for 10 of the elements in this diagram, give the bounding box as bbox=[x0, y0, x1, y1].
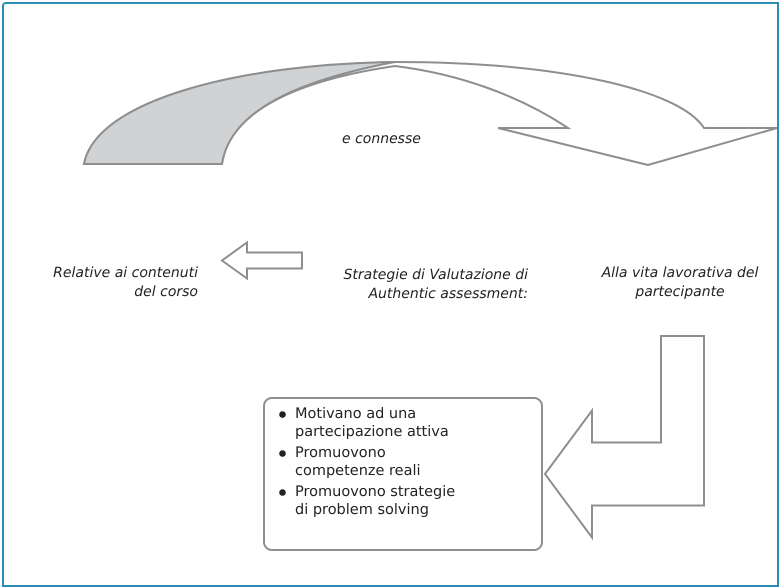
bullet-text: Promuovono strategie di problem solving bbox=[295, 483, 456, 519]
bullet-text: Promuovono competenze reali bbox=[295, 444, 422, 480]
block-arrow bbox=[220, 240, 303, 280]
text-label: Relative ai contenuti del corso bbox=[52, 264, 198, 302]
block-arrow bbox=[544, 335, 705, 541]
rounded-text-box bbox=[263, 397, 543, 551]
block-arrow bbox=[83, 61, 778, 166]
text-label: Alla vita lavorativa del partecipante bbox=[600, 264, 760, 302]
text-label: Strategie di Valutazione di Authentic assessment: bbox=[342, 266, 528, 304]
bullet-text: Motivano ad una partecipazione attiva bbox=[295, 405, 450, 441]
